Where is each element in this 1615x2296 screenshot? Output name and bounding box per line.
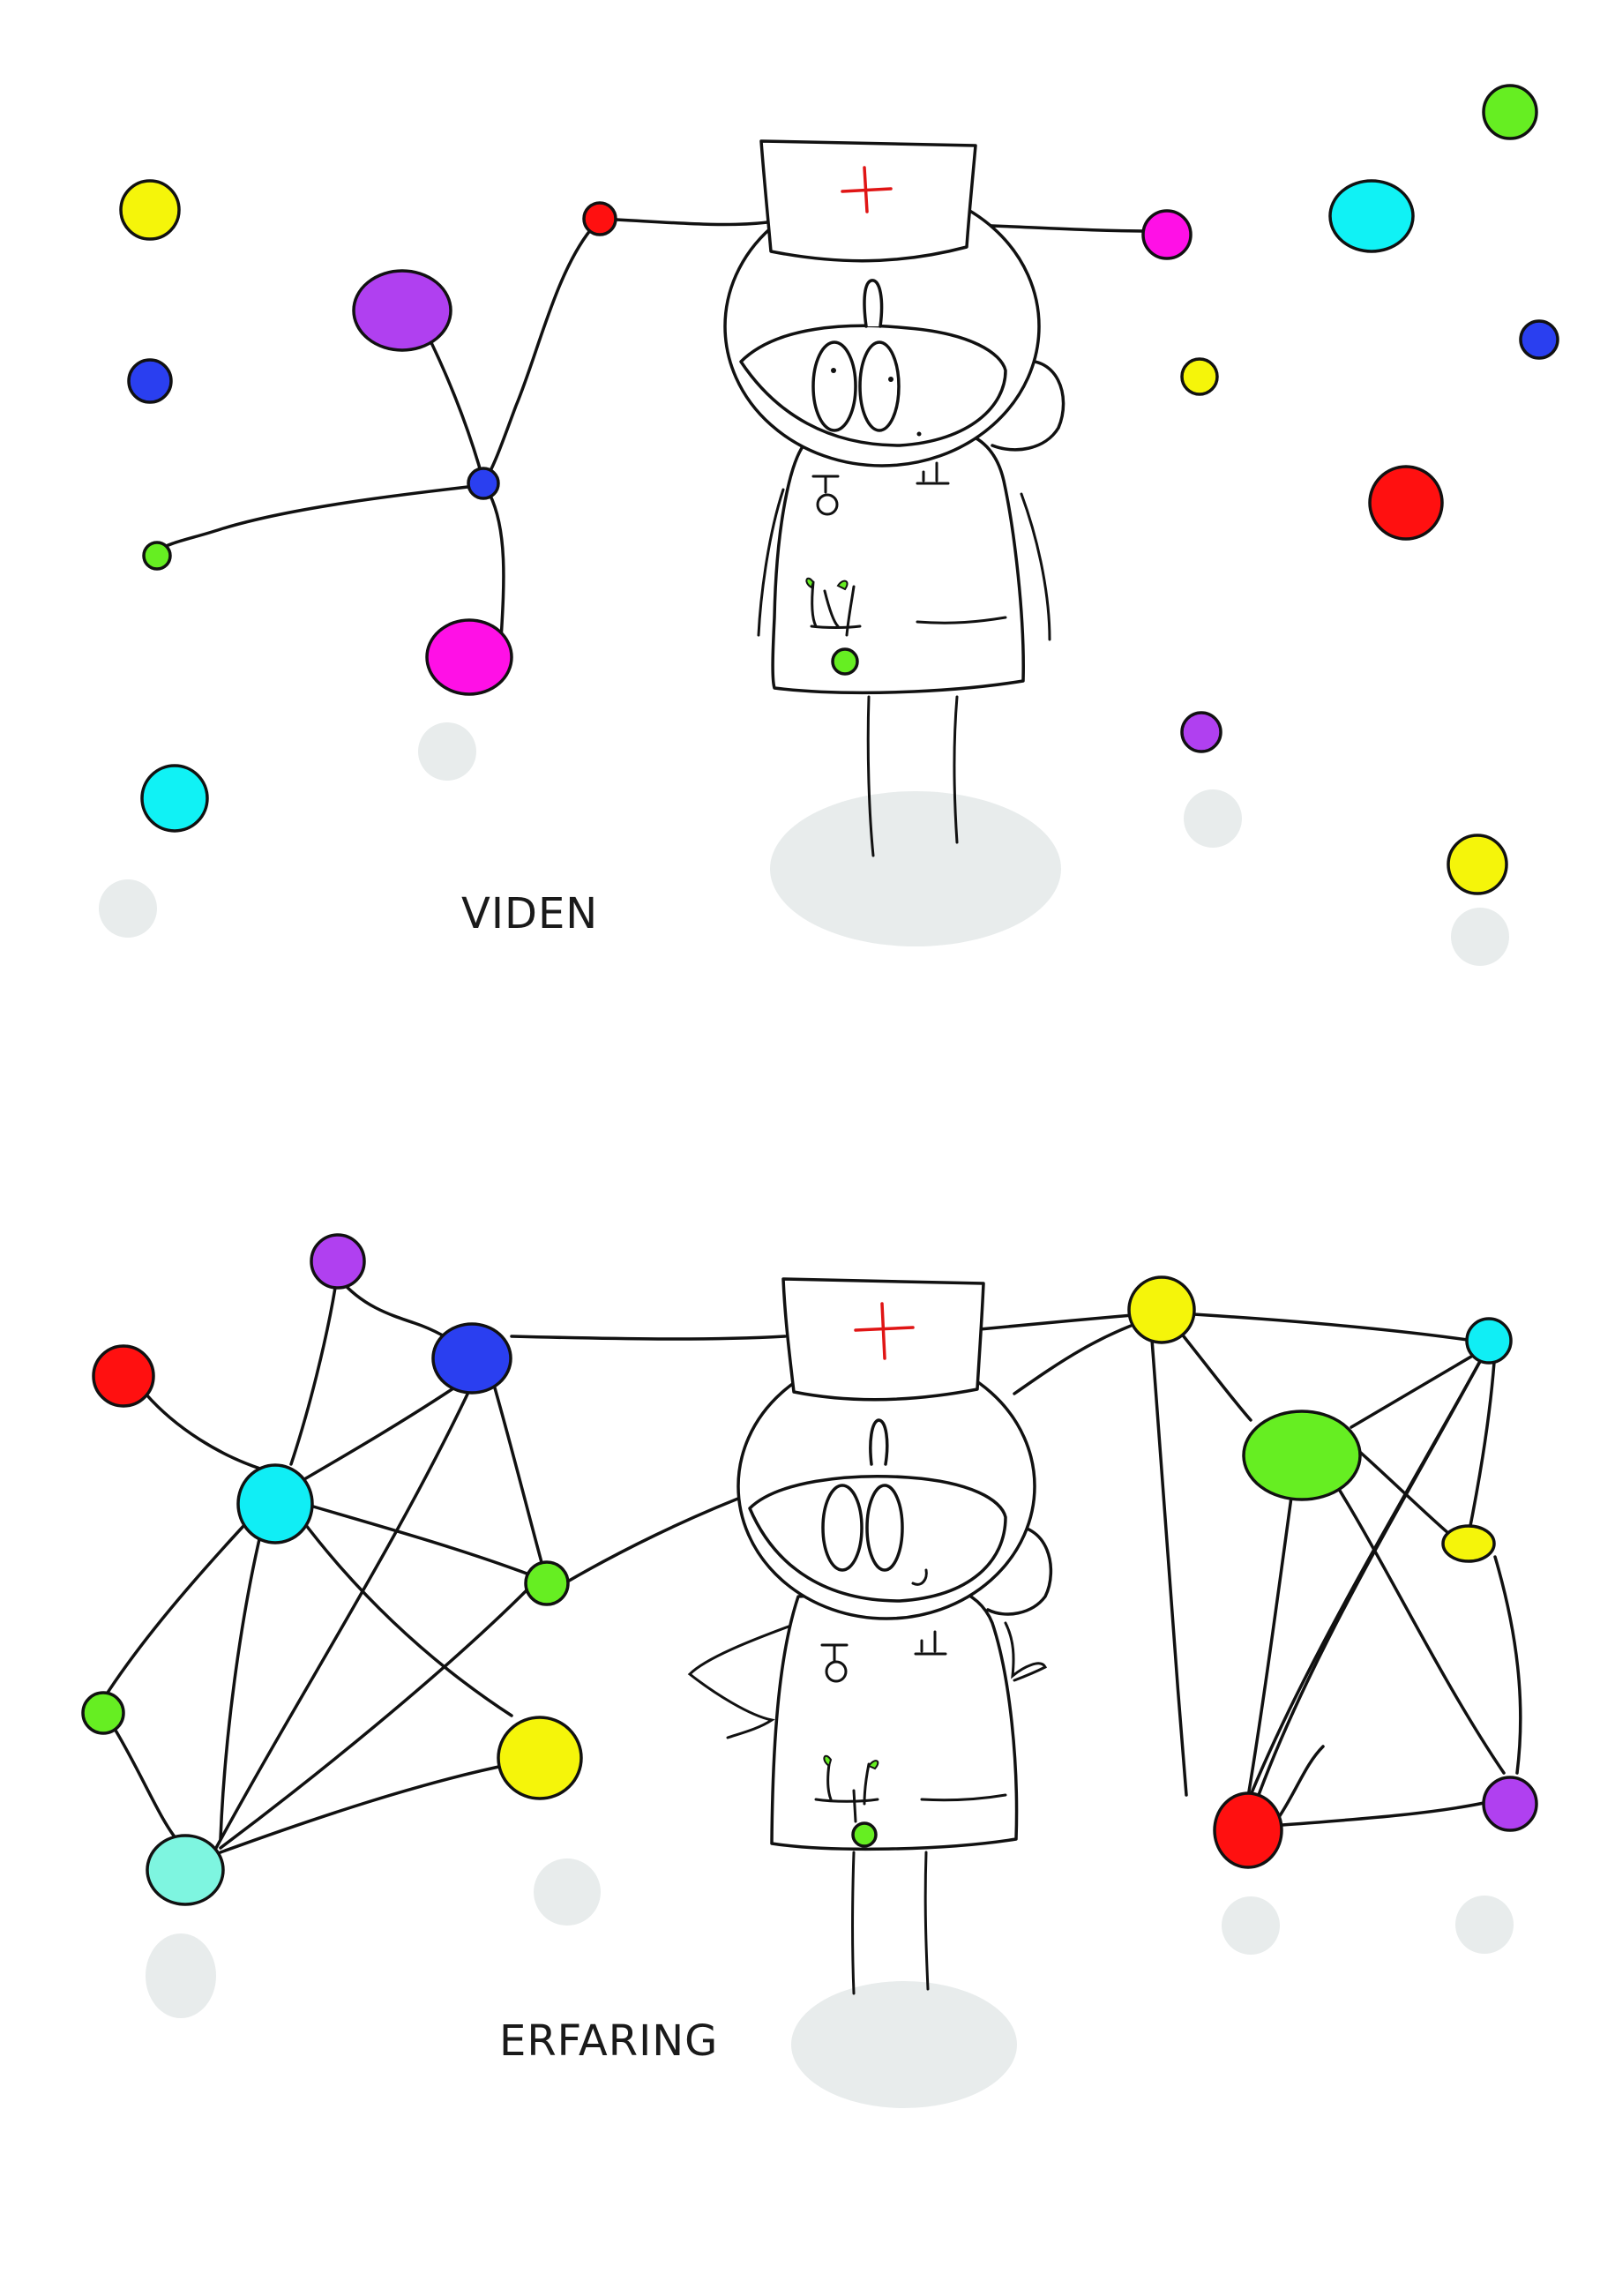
node-yellow (497, 1716, 583, 1800)
node-cyan-small (1465, 1317, 1513, 1365)
nurse-figure (723, 139, 1065, 857)
node-red-large (1368, 465, 1444, 541)
node-magenta (425, 618, 513, 696)
node-blue-hub (467, 467, 500, 500)
ground-shadow (1455, 1896, 1514, 1954)
panel-erfaring (81, 1233, 1538, 2108)
node-green-corner (1482, 84, 1538, 140)
node-purple-small (1482, 1776, 1538, 1832)
ground-shadow (791, 1981, 1017, 2108)
node-green-large (1242, 1410, 1362, 1501)
node-purple (310, 1233, 366, 1290)
node-green (524, 1560, 570, 1606)
node-cyan (236, 1463, 314, 1544)
ground-shadow (534, 1858, 601, 1926)
ground-shadow (99, 879, 157, 938)
panel-viden (99, 84, 1559, 966)
nurse-figure (687, 1277, 1053, 1995)
experience-links (102, 1277, 1522, 1854)
node-yellow-bottom (1447, 834, 1508, 895)
node-red-large (1213, 1791, 1283, 1869)
node-blue (127, 358, 173, 404)
red-cross-icon (854, 1302, 915, 1360)
node-magenta-small (1141, 209, 1193, 260)
caption-viden: VIDEN (461, 889, 599, 939)
node-blue (431, 1322, 512, 1395)
ground-shadow (1451, 908, 1509, 966)
ground-shadow (418, 722, 476, 781)
node-purple (352, 269, 452, 352)
knowledge-nodes (119, 84, 1559, 895)
ground-shadow (770, 791, 1061, 946)
ground-shadow (146, 1933, 216, 2018)
node-yellow-hub (1127, 1275, 1196, 1344)
node-green (142, 541, 172, 571)
red-cross-icon (841, 166, 893, 213)
caption-erfaring: ERFARING (499, 2016, 719, 2066)
node-yellow-small (1441, 1524, 1496, 1563)
node-blue-small (1519, 319, 1559, 360)
node-cyan (140, 764, 209, 833)
node-red (582, 201, 617, 236)
ground-shadow (1222, 1896, 1280, 1955)
node-red (92, 1344, 155, 1408)
node-yellow-small (1180, 357, 1219, 396)
ground-shadow (1184, 789, 1242, 848)
node-yellow (119, 179, 181, 241)
node-mint (146, 1834, 225, 1906)
node-cyan-large (1328, 179, 1415, 253)
node-green-small (81, 1691, 125, 1735)
experience-nodes (81, 1233, 1538, 1906)
node-purple-small (1180, 711, 1222, 753)
